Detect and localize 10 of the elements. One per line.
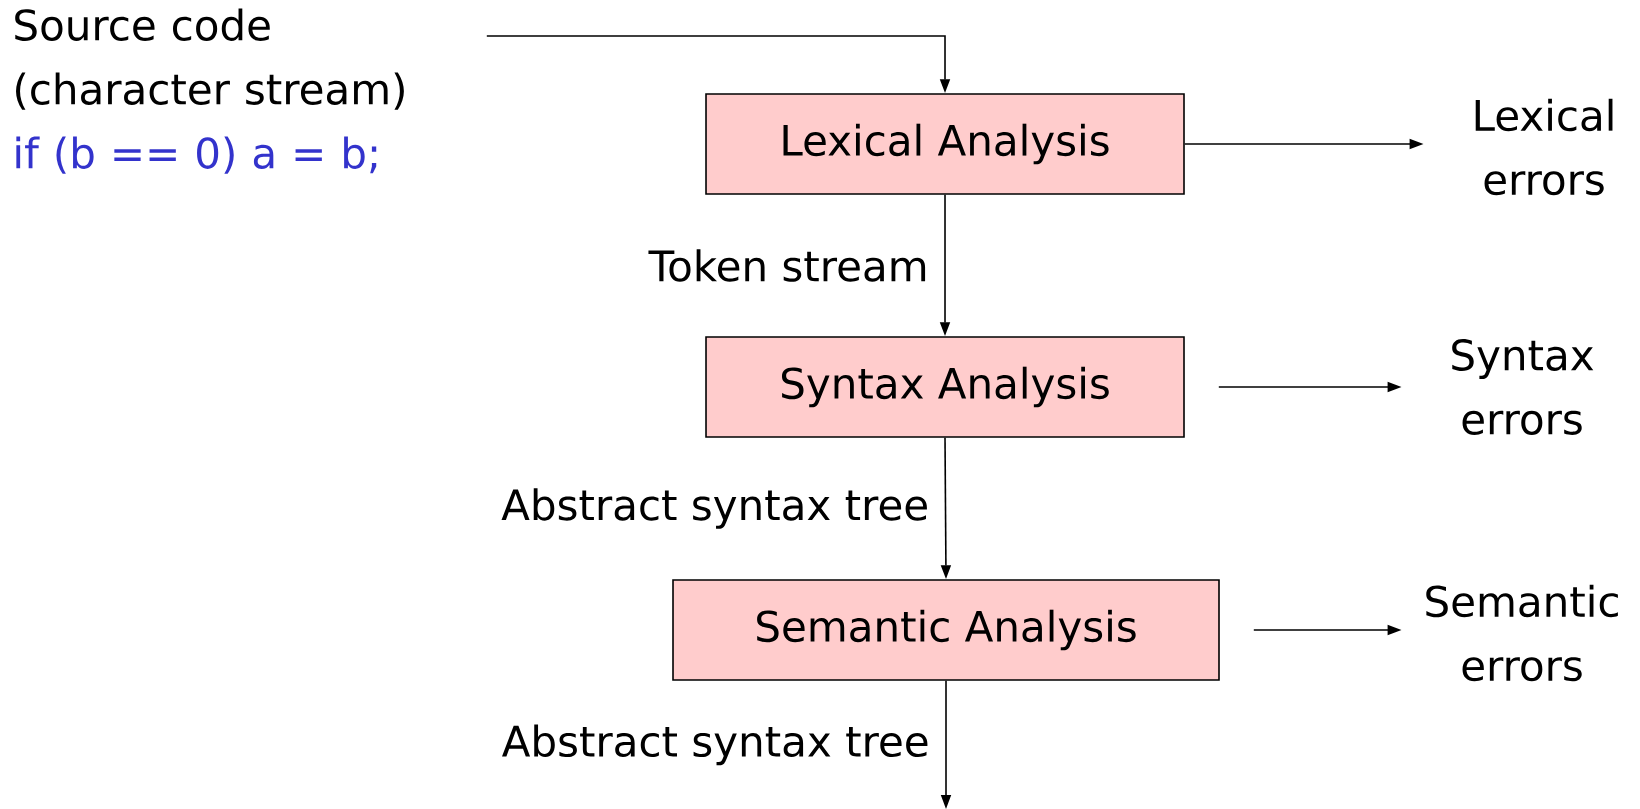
edge-label: Abstract syntax tree bbox=[501, 488, 927, 529]
process-box: Lexical Analysis bbox=[705, 93, 1185, 195]
process-box: Syntax Analysis bbox=[705, 336, 1185, 438]
error-label: Semantic errors bbox=[1426, 584, 1618, 682]
source-code-label: Source code (character stream) if (b == 0) a = b; bbox=[15, 8, 404, 174]
process-box: Semantic Analysis bbox=[672, 579, 1220, 681]
error-label: Lexical errors bbox=[1475, 98, 1613, 196]
edge-label: Abstract syntax tree bbox=[502, 724, 928, 766]
error-label: Syntax errors bbox=[1452, 339, 1594, 435]
edge-label: Token stream bbox=[648, 249, 926, 282]
